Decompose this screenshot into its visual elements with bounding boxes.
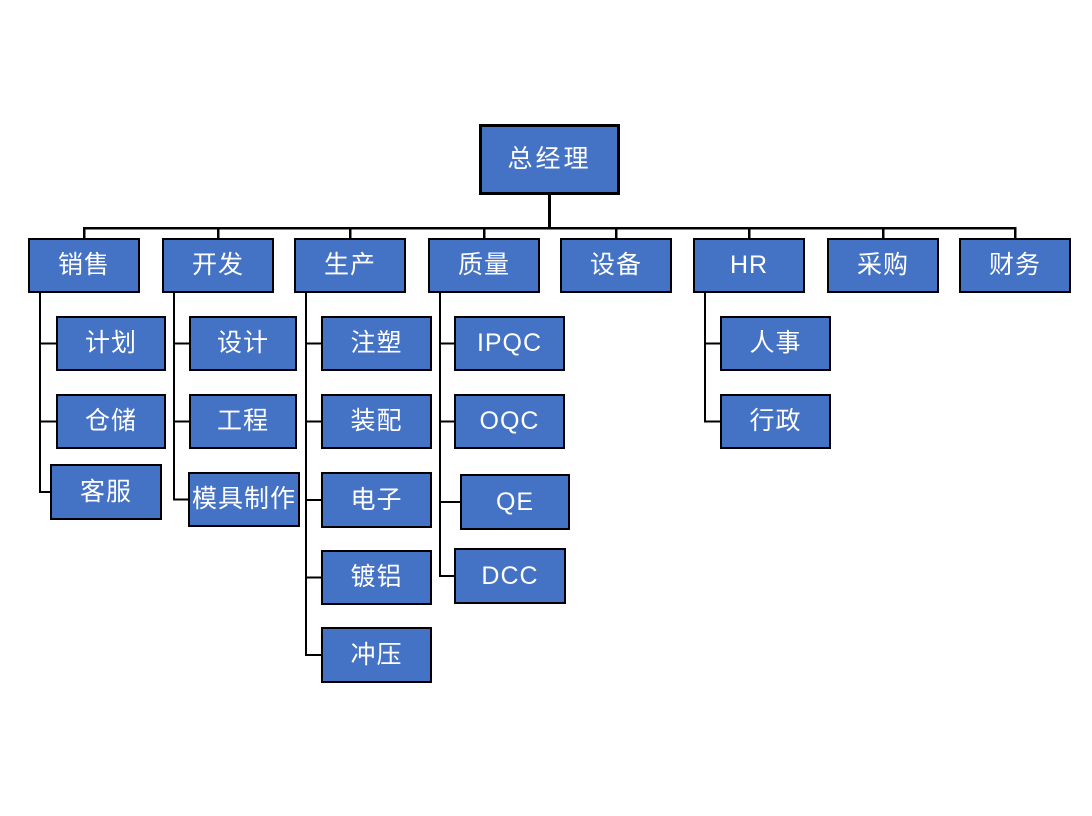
org-node-production: 生产 <box>294 238 406 293</box>
org-node-finance: 财务 <box>959 238 1071 293</box>
org-node-equipment: 设备 <box>560 238 672 293</box>
org-node-stamping: 冲压 <box>321 627 432 683</box>
org-node-engineering: 工程 <box>189 394 297 449</box>
org-node-hr: HR <box>693 238 805 293</box>
org-node-mold-making: 模具制作 <box>188 472 300 527</box>
org-node-aluminum-plating: 镀铝 <box>321 550 432 605</box>
org-node-development: 开发 <box>162 238 274 293</box>
org-node-personnel: 人事 <box>720 316 831 371</box>
org-node-customer-service: 客服 <box>50 464 162 520</box>
org-node-sales: 销售 <box>28 238 140 293</box>
org-node-injection-molding: 注塑 <box>321 316 432 371</box>
org-node-general-manager: 总经理 <box>479 124 620 195</box>
org-node-planning: 计划 <box>56 316 166 371</box>
org-node-dcc: DCC <box>454 548 566 604</box>
org-node-oqc: OQC <box>454 394 565 449</box>
org-node-administration: 行政 <box>720 394 831 449</box>
org-node-qe: QE <box>460 474 570 530</box>
org-node-design: 设计 <box>189 316 297 371</box>
org-node-ipqc: IPQC <box>454 316 565 371</box>
org-node-procurement: 采购 <box>827 238 939 293</box>
org-node-warehouse: 仓储 <box>56 394 166 449</box>
org-node-assembly: 装配 <box>321 394 432 449</box>
org-node-quality: 质量 <box>428 238 540 293</box>
org-node-electronics: 电子 <box>321 472 432 528</box>
